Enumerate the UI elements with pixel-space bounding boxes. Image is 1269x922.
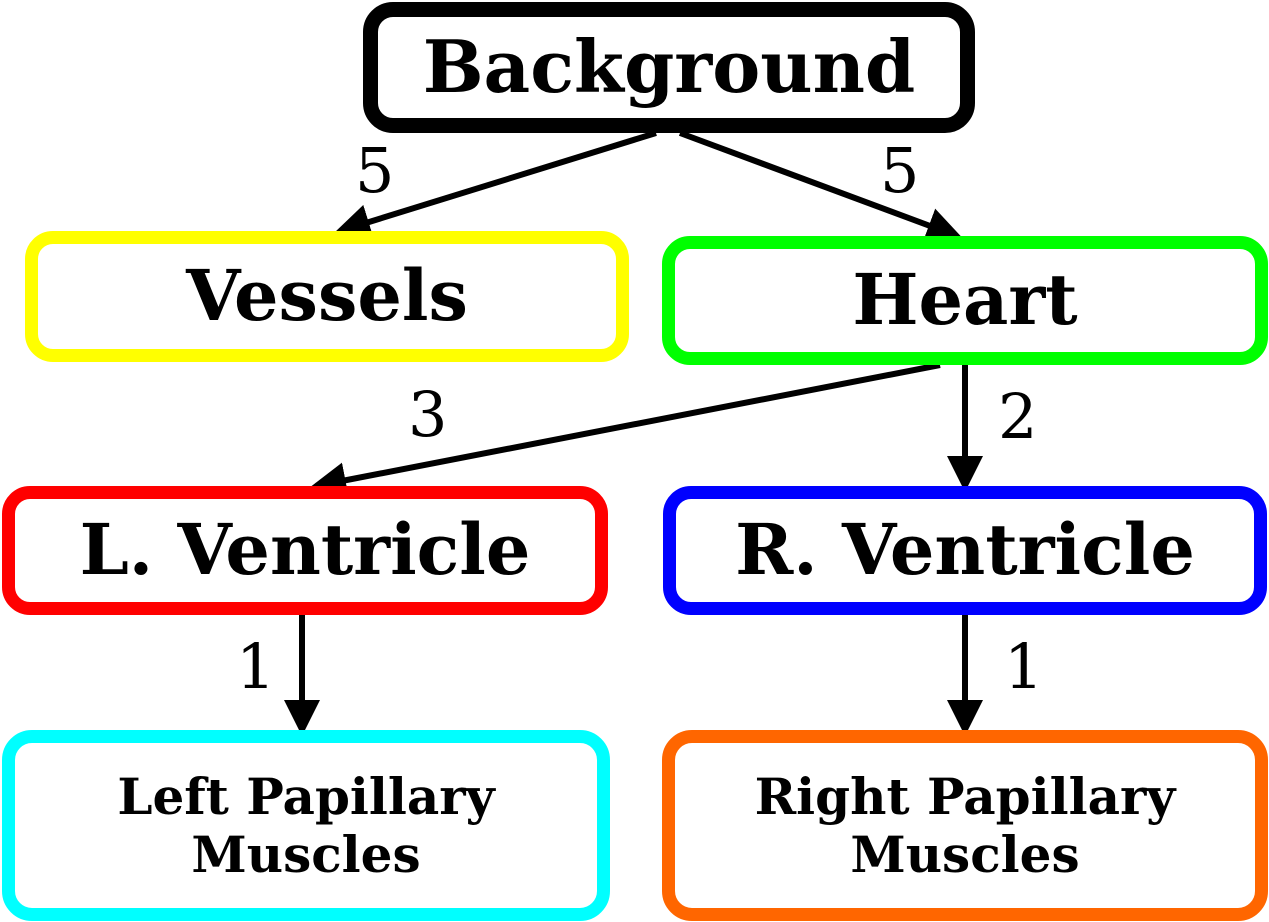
node-l-ventricle: L. Ventricle <box>2 486 608 615</box>
node-left-papillary-label: Left Papillary Muscles <box>117 768 494 883</box>
node-vessels-label: Vessels <box>186 254 468 338</box>
edge-weight-background-heart: 5 <box>880 134 920 207</box>
node-right-papillary-muscles: Right Papillary Muscles <box>662 730 1268 921</box>
node-heart-label: Heart <box>852 258 1078 342</box>
edge-weight-heart-r-ventricle: 2 <box>998 380 1038 453</box>
node-left-papillary-line2: Muscles <box>191 824 421 884</box>
edge-heart-l-ventricle <box>310 362 941 498</box>
edge-weight-heart-l-ventricle: 3 <box>408 378 448 451</box>
edge-weight-background-vessels: 5 <box>355 134 395 207</box>
node-heart: Heart <box>662 236 1268 365</box>
node-right-papillary-label: Right Papillary Muscles <box>755 768 1176 883</box>
node-r-ventricle: R. Ventricle <box>663 486 1267 615</box>
node-r-ventricle-label: R. Ventricle <box>735 508 1195 592</box>
node-right-papillary-line2: Muscles <box>850 824 1080 884</box>
node-background: Background <box>363 2 975 133</box>
edge-background-heart <box>678 130 963 243</box>
node-l-ventricle-label: L. Ventricle <box>79 508 531 592</box>
node-vessels: Vessels <box>25 231 629 362</box>
node-right-papillary-line1: Right Papillary <box>754 767 1176 826</box>
edge-background-vessels <box>334 130 657 240</box>
node-background-label: Background <box>422 24 916 110</box>
edge-weight-r-ventricle-right-papillary: 1 <box>1004 630 1044 703</box>
node-left-papillary-line1: Left Papillary <box>117 767 495 826</box>
node-left-papillary-muscles: Left Papillary Muscles <box>2 730 610 921</box>
edge-weight-l-ventricle-left-papillary: 1 <box>236 630 276 703</box>
